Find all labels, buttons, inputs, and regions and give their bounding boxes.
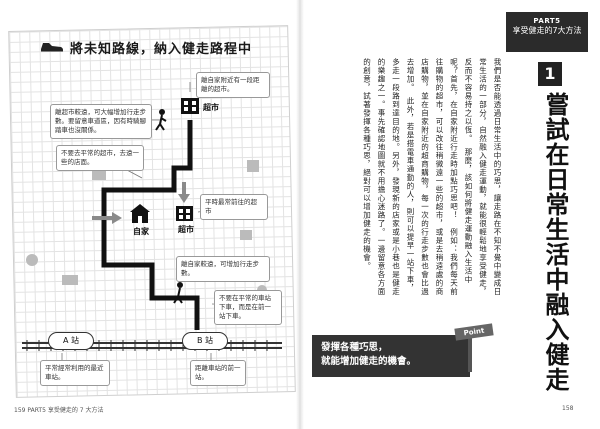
label-supermarket-mid: 超市: [178, 225, 194, 234]
walking-person-icon: [155, 109, 167, 131]
part-header: PART5 享受健走的7大方法: [506, 12, 588, 52]
label-home: 自家: [133, 227, 149, 236]
footer-left: 159 PART5 享受健走的 7 大方法: [14, 407, 104, 414]
station-b: B 站: [182, 332, 228, 350]
note-usual-supermarket: 平時最常前往的超市: [200, 194, 268, 220]
point-label: Point: [454, 323, 494, 341]
walking-person-icon: [173, 282, 183, 304]
part-title: 享受健走的7大方法: [512, 26, 582, 35]
supermarket-mid-icon: [176, 206, 193, 221]
note-supermarket-far: 離自家附近有一段距離的超市。: [196, 72, 270, 98]
note-home-far: 離自家較遠，可增加行走步數。: [176, 256, 270, 282]
body-text: 我們是否能透過日常生活中的巧思，讓走路在不知不覺中變成日常生活的一部分，自然融入…: [362, 58, 503, 296]
part-label: PART5: [533, 17, 561, 25]
note-previous-station: 距離車站的前一站。: [190, 360, 246, 386]
route-map: [22, 82, 282, 366]
shoe-icon: [41, 43, 63, 52]
illustration-title: 將未知路線，納入健走路程中: [70, 42, 253, 57]
walking-route: [101, 120, 200, 330]
book-gutter: [296, 0, 304, 429]
supermarket-top-icon: [181, 98, 199, 114]
station-a: A 站: [48, 332, 94, 350]
note-nearest-station: 平常經常利用的最近車站。: [40, 360, 110, 386]
section-title: 嘗試在日常生活中融入健走: [541, 92, 569, 392]
note-get-off-early: 不要在平常的車站下車，而是在前一站下車。: [214, 290, 282, 325]
point-text: 發揮各種巧思， 就能增加健走的機會。: [321, 342, 417, 367]
note-far-supermarket-steps: 離超市較遠，可大幅增加行走步數。要留意車道區，因有時騎腳踏車也沒關係。: [50, 104, 152, 139]
point-box: 發揮各種巧思， 就能增加健走的機會。: [312, 335, 470, 377]
label-supermarket-top: 超市: [203, 103, 219, 112]
page-number-right: 158: [562, 405, 574, 412]
point-signpost: [468, 332, 472, 372]
note-distant-store: 不要去平常的超市，去遠一些的店面。: [56, 145, 144, 171]
home-icon: [130, 204, 150, 223]
section-number: 1: [538, 62, 562, 86]
